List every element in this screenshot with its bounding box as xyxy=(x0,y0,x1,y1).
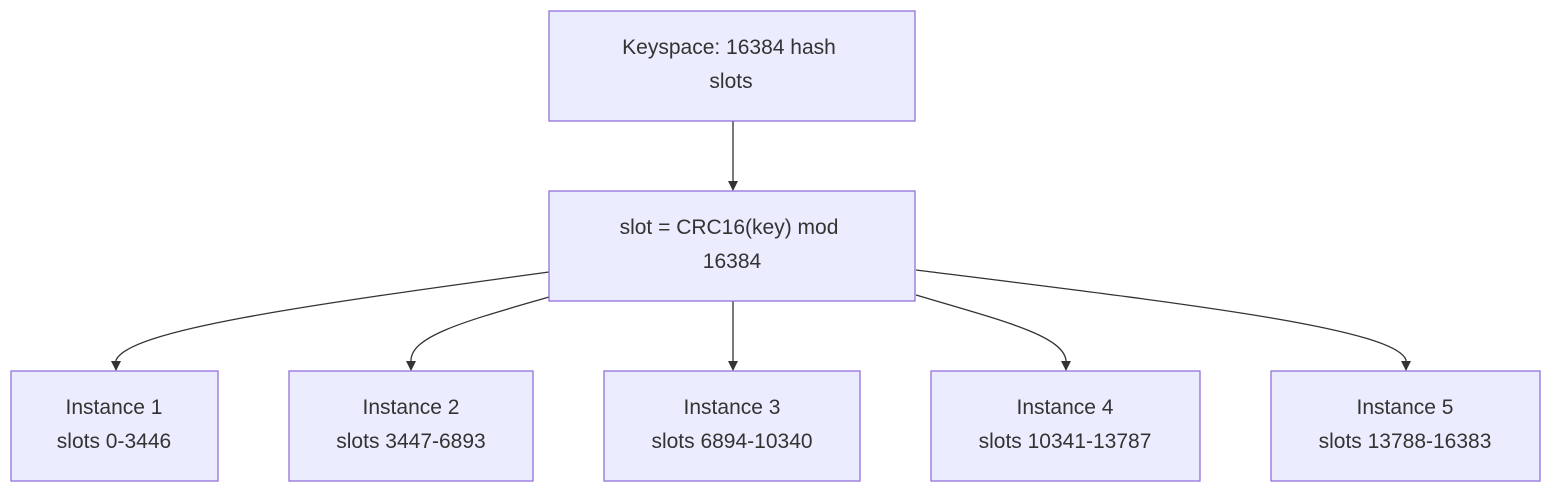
node-instance-1-box xyxy=(10,370,219,482)
node-instance-1-slots: slots 0-3446 xyxy=(57,430,171,453)
node-instance-2-slots: slots 3447-6893 xyxy=(336,430,485,453)
node-hash-function-line-2: 16384 xyxy=(703,250,762,273)
node-instance-4-title: Instance 4 xyxy=(1017,396,1114,419)
node-instance-2: Instance 2 slots 3447-6893 xyxy=(288,370,534,482)
node-hash-function-box xyxy=(548,190,916,302)
node-instance-5-title: Instance 5 xyxy=(1357,396,1454,419)
node-instance-4-slots: slots 10341-13787 xyxy=(979,430,1152,453)
node-keyspace-line-1: Keyspace: 16384 hash xyxy=(622,36,836,59)
node-instance-1: Instance 1 slots 0-3446 xyxy=(10,370,219,482)
node-keyspace: Keyspace: 16384 hash slots xyxy=(548,10,916,122)
node-instance-3: Instance 3 slots 6894-10340 xyxy=(603,370,861,482)
node-instance-4-box xyxy=(930,370,1201,482)
node-instance-2-title: Instance 2 xyxy=(363,396,460,419)
node-instance-5-box xyxy=(1270,370,1541,482)
node-keyspace-box xyxy=(548,10,916,122)
node-hash-function-line-1: slot = CRC16(key) mod xyxy=(620,216,839,239)
node-instance-3-box xyxy=(603,370,861,482)
node-instance-4: Instance 4 slots 10341-13787 xyxy=(930,370,1201,482)
edge-hash-to-instance-4 xyxy=(915,294,1071,371)
node-hash-function: slot = CRC16(key) mod 16384 xyxy=(548,190,916,302)
edges xyxy=(111,121,1411,371)
node-instance-5: Instance 5 slots 13788-16383 xyxy=(1270,370,1541,482)
node-instance-3-title: Instance 3 xyxy=(684,396,781,419)
node-keyspace-line-2: slots xyxy=(709,70,752,93)
node-instance-3-slots: slots 6894-10340 xyxy=(651,430,812,453)
edge-hash-to-instance-1 xyxy=(111,271,550,371)
node-instance-5-slots: slots 13788-16383 xyxy=(1319,430,1492,453)
edge-hash-to-instance-2 xyxy=(406,296,550,371)
edge-hash-to-instance-5 xyxy=(915,269,1411,371)
node-instance-2-box xyxy=(288,370,534,482)
node-instance-1-title: Instance 1 xyxy=(66,396,163,419)
